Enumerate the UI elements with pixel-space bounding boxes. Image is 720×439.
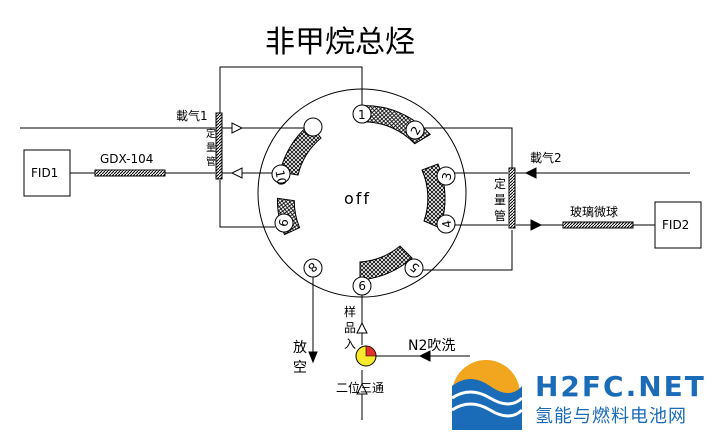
svg-text:9: 9 bbox=[358, 278, 366, 292]
quant-loop-left bbox=[215, 112, 223, 180]
diagram-title: 非甲烷总烃 bbox=[265, 25, 415, 60]
column-gdx104 bbox=[94, 169, 166, 177]
column-glass-beads bbox=[562, 221, 634, 229]
svg-text:4: 4 bbox=[439, 219, 454, 229]
carrier-gas-2-label: 載气2 bbox=[530, 150, 562, 165]
svg-text:10: 10 bbox=[272, 169, 288, 186]
svg-text:FID2: FID2 bbox=[662, 218, 689, 232]
carrier-gas-1-label: 載气1 bbox=[176, 108, 208, 123]
valve-ports: 1 2 3 4 5 9 8 9 10 bbox=[271, 104, 456, 296]
svg-text:定: 定 bbox=[206, 127, 216, 140]
svg-text:FID1: FID1 bbox=[31, 166, 58, 180]
svg-text:定: 定 bbox=[494, 176, 506, 191]
fid1-detector bbox=[23, 149, 71, 197]
column-glass-beads-label: 玻璃微球 bbox=[570, 205, 618, 219]
svg-text:放: 放 bbox=[293, 340, 307, 356]
svg-text:品: 品 bbox=[344, 321, 356, 335]
svg-text:1: 1 bbox=[358, 108, 366, 122]
three-way-valve-label: 二位三通 bbox=[336, 380, 384, 395]
port-9 bbox=[271, 164, 291, 184]
svg-text:量: 量 bbox=[494, 193, 506, 207]
column-gdx104-label: GDX-104 bbox=[100, 152, 153, 166]
port-5 bbox=[404, 258, 424, 278]
svg-text:管: 管 bbox=[494, 208, 506, 223]
quant-loop-right bbox=[508, 167, 516, 229]
svg-text:3: 3 bbox=[439, 171, 454, 181]
valve-state-label: off bbox=[344, 189, 371, 208]
svg-text:空: 空 bbox=[293, 360, 307, 376]
three-way-valve bbox=[355, 345, 377, 367]
port-3 bbox=[436, 166, 456, 186]
port-10 bbox=[303, 117, 323, 137]
svg-text:管: 管 bbox=[206, 155, 216, 168]
svg-text:样: 样 bbox=[344, 304, 356, 319]
brand-logo bbox=[451, 360, 524, 430]
n2-purge-label: N2吹洗 bbox=[408, 338, 455, 354]
fid2-detector bbox=[654, 201, 702, 249]
port-8 bbox=[274, 213, 294, 233]
brand-subtitle: 氢能与燃料电池网 bbox=[535, 406, 687, 427]
svg-text:入: 入 bbox=[344, 337, 356, 351]
svg-text:量: 量 bbox=[206, 142, 216, 154]
brand-name: H2FC.NET bbox=[535, 370, 706, 403]
svg-text:9: 9 bbox=[275, 218, 290, 228]
port-4 bbox=[436, 214, 456, 234]
port-2 bbox=[405, 120, 425, 140]
flow-arrows bbox=[230, 122, 543, 395]
